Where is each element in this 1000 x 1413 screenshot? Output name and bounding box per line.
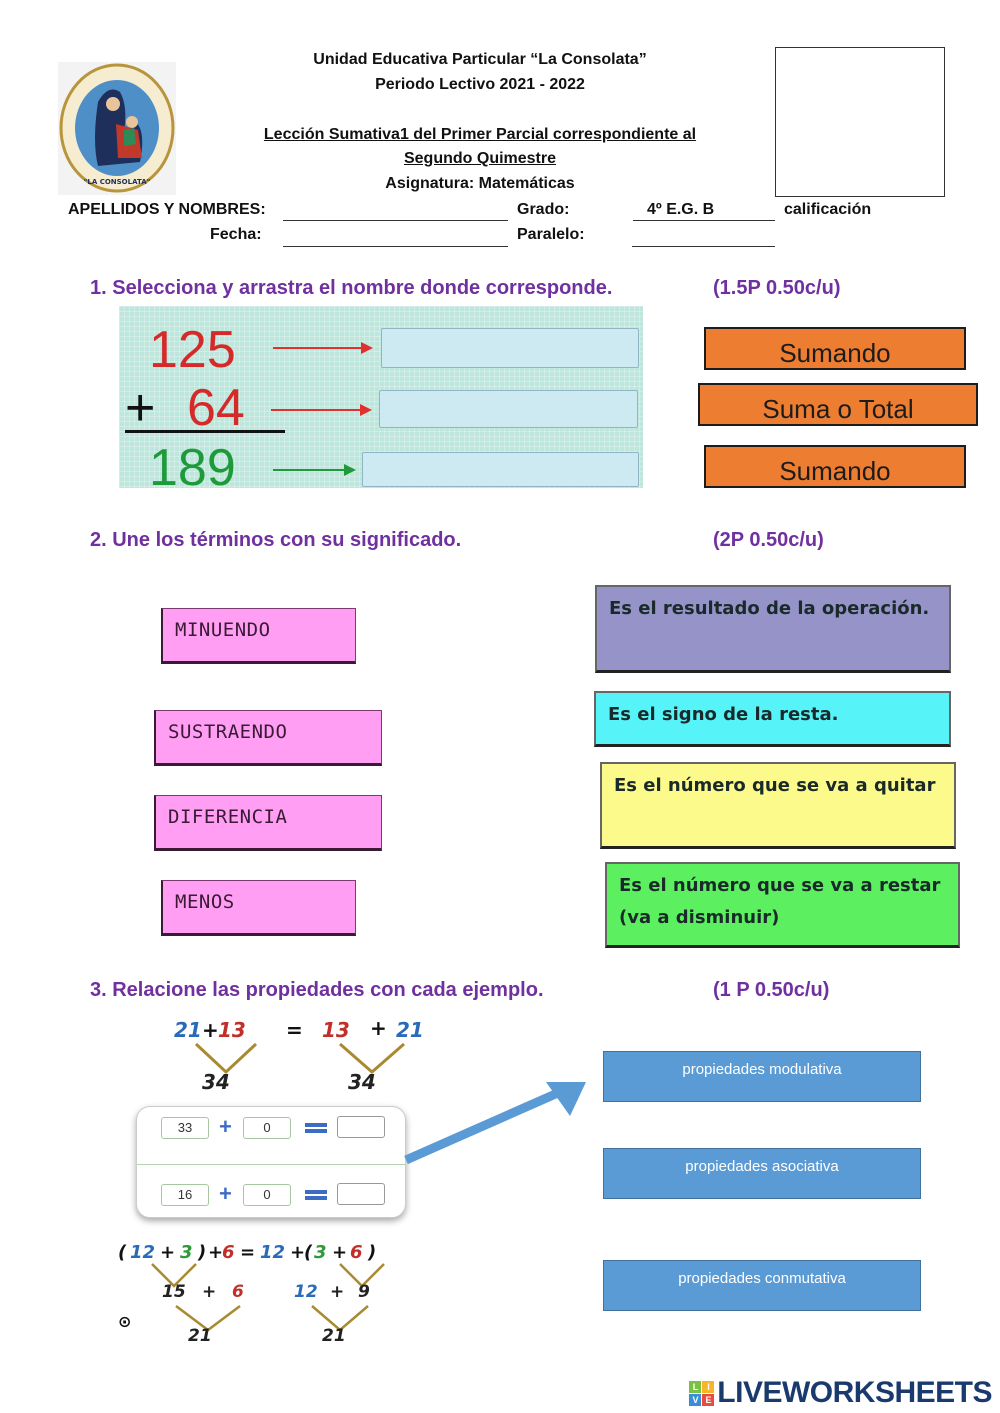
draggable-sumando-2[interactable]: Sumando: [704, 445, 966, 488]
arrow-right-icon: [271, 404, 372, 416]
grade-field-line: [633, 220, 775, 221]
result-input[interactable]: [337, 1183, 385, 1205]
grade-value: 4º E.G. B: [647, 201, 715, 218]
drop-target-addend-2[interactable]: [379, 390, 638, 428]
definition-minuend[interactable]: Es el número que se va a restar (va a di…: [605, 862, 960, 948]
school-name: Unidad Educativa Particular “La Consolat…: [313, 51, 647, 68]
drop-target-addend-1[interactable]: [381, 328, 639, 368]
parallel-field[interactable]: [632, 246, 775, 247]
names-field[interactable]: [283, 220, 508, 221]
definition-subtrahend[interactable]: Es el número que se va a quitar: [600, 762, 956, 849]
drop-target-sum[interactable]: [362, 452, 639, 487]
q1-title: 1. Selecciona y arrastra el nombre donde…: [90, 277, 613, 299]
q3-points: (1 P 0.50c/u): [713, 979, 830, 1001]
draggable-suma-total[interactable]: Suma o Total: [698, 383, 978, 426]
operand-a: 16: [161, 1184, 209, 1206]
example-commutative: 21 + 13 = 13 + 21 34 34: [172, 1016, 442, 1096]
operand-b: 0: [243, 1184, 291, 1206]
term-diferencia[interactable]: DIFERENCIA: [154, 795, 382, 851]
arrow-right-icon: [273, 342, 373, 354]
addend-1: 125: [149, 321, 236, 379]
equals-icon: [305, 1123, 327, 1133]
score-label: calificación: [784, 201, 872, 218]
operand-a: 33: [161, 1117, 209, 1139]
bracket-icon: [151, 1263, 385, 1332]
equals-icon: [305, 1190, 327, 1200]
addend-2: 64: [187, 379, 245, 437]
q2-title: 2. Une los términos con su significado.: [90, 529, 462, 551]
q2-points: (2P 0.50c/u): [713, 529, 824, 551]
lesson-title-line2: Segundo Quimestre: [403, 150, 557, 167]
subject-label: Asignatura: Matemáticas: [385, 175, 575, 192]
crest-icon: "LA CONSOLATA": [59, 63, 175, 193]
lesson-title-line1: Lección Sumativa1 del Primer Parcial cor…: [263, 126, 697, 143]
plus-icon: +: [219, 1181, 232, 1206]
sum-line: [125, 430, 285, 433]
addition-diagram: 125 + 64 189: [119, 306, 643, 494]
term-minuendo[interactable]: MINUENDO: [161, 608, 356, 664]
example-modulative-card: 33 + 0 16 + 0: [136, 1106, 406, 1218]
result-input[interactable]: [337, 1116, 385, 1138]
arrow-right-icon: [273, 464, 356, 476]
sum-result: 189: [149, 439, 236, 497]
plus-icon: +: [219, 1114, 232, 1139]
parallel-label: Paralelo:: [517, 226, 585, 243]
term-menos[interactable]: MENOS: [161, 880, 356, 936]
date-label: Fecha:: [210, 226, 262, 243]
term-sustraendo[interactable]: SUSTRAENDO: [154, 710, 382, 766]
brand-text: LIVEWORKSHEETS: [717, 1376, 992, 1409]
score-box[interactable]: [775, 47, 945, 197]
date-field[interactable]: [283, 246, 508, 247]
audio-icon[interactable]: ⊙: [118, 1314, 132, 1331]
definition-result[interactable]: Es el resultado de la operación.: [595, 585, 951, 673]
operand-b: 0: [243, 1117, 291, 1139]
option-asociativa[interactable]: propiedades asociativa: [603, 1148, 921, 1199]
draggable-sumando-1[interactable]: Sumando: [704, 327, 966, 370]
option-modulativa[interactable]: propiedades modulativa: [603, 1051, 921, 1102]
school-logo: "LA CONSOLATA": [58, 62, 176, 195]
definition-minus-sign[interactable]: Es el signo de la resta.: [594, 691, 951, 747]
q1-points: (1.5P 0.50c/u): [713, 277, 841, 299]
bracket-icon: [194, 1042, 405, 1075]
live-cube-icon: L I V E: [689, 1380, 715, 1406]
arrow-up-right-icon: [404, 1082, 586, 1165]
plus-sign: +: [125, 379, 156, 437]
svg-text:"LA CONSOLATA": "LA CONSOLATA": [84, 178, 151, 186]
liveworksheets-logo: L I V E LIVEWORKSHEETS: [689, 1376, 992, 1410]
school-period: Periodo Lectivo 2021 - 2022: [375, 76, 585, 93]
q3-title: 3. Relacione las propiedades con cada ej…: [90, 979, 544, 1001]
divider: [137, 1164, 405, 1165]
example-associative: ( 12 + 3 ) + 6 = 12 + ( 3 + 6 ) 15 + 6 1…: [118, 1242, 418, 1352]
grade-label: Grado:: [517, 201, 570, 218]
names-label: APELLIDOS Y NOMBRES:: [68, 201, 266, 218]
option-conmutativa[interactable]: propiedades conmutativa: [603, 1260, 921, 1311]
